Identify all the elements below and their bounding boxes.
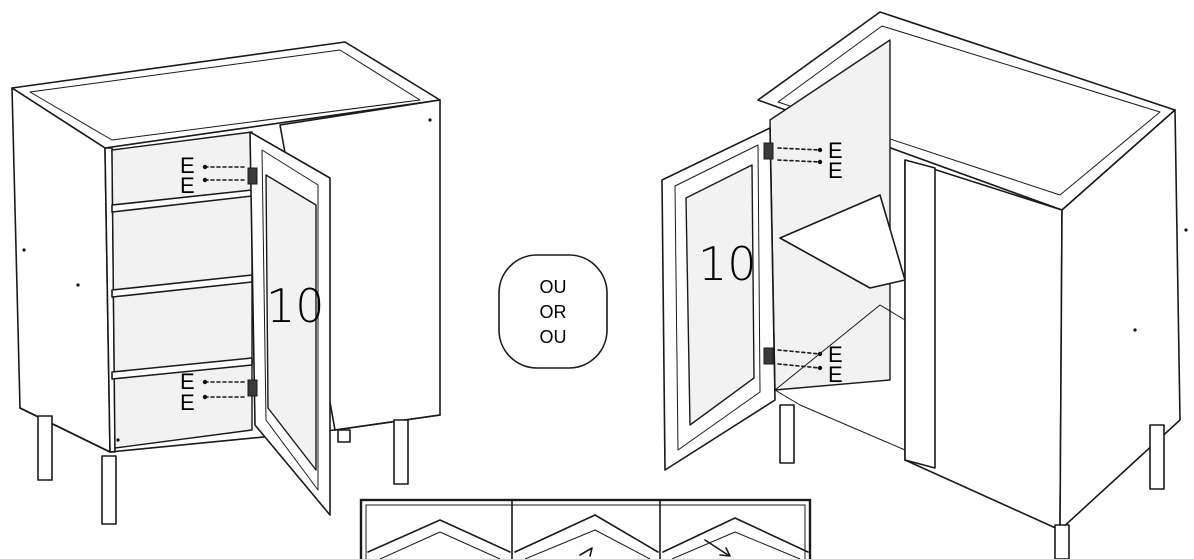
screw-icon [202,164,208,170]
detail-frame [359,498,812,559]
screw-icon [202,177,208,183]
screw-icon [202,394,208,400]
arrow-icon [704,539,731,557]
hardware-label-left-bottom-2: E [180,390,195,415]
left-door [202,131,331,516]
hardware-label-left-top-2: E [180,173,195,198]
right-door-hinge-bottom [763,347,774,365]
right-leg-1 [779,404,795,464]
hinge-adjustment-detail [359,498,812,559]
left-cabinet-side-panel [11,87,111,453]
option-text-ou-1: OU [540,277,567,297]
option-text-or: OR [540,302,567,322]
arrow-icon [579,547,593,557]
left-leg-2 [101,455,117,525]
left-leg-1 [37,415,53,481]
screw-icon [817,351,823,357]
option-badge-frame [498,254,608,369]
left-door-hinge-bottom [247,379,258,397]
part-number-right: 10 [698,237,757,291]
right-cabinet [757,11,1188,559]
hardware-label-left-bottom-1: E [180,369,195,394]
hardware-label-right-top-2: E [828,158,843,183]
right-door [661,127,823,471]
screw-icon [817,147,823,153]
hardware-label-right-top-1: E [828,138,843,163]
screw-icon [817,365,823,371]
hardware-label-right-bottom-1: E [828,342,843,367]
screw-icon [817,159,823,165]
right-leg-3 [1054,524,1070,559]
part-number-left: 10 [266,279,325,333]
left-shelf-lower [111,357,253,380]
left-leg-3 [393,419,409,485]
right-door-hinge-top [763,142,774,160]
option-badge: OU OR OU [498,254,608,369]
hardware-label-right-bottom-2: E [828,362,843,387]
hardware-label-left-top-1: E [180,153,195,178]
right-leg-2 [1149,424,1165,490]
left-cabinet [11,41,441,525]
screw-icon [202,379,208,385]
option-text-ou-2: OU [540,327,567,347]
left-door-hinge-top [247,167,258,185]
